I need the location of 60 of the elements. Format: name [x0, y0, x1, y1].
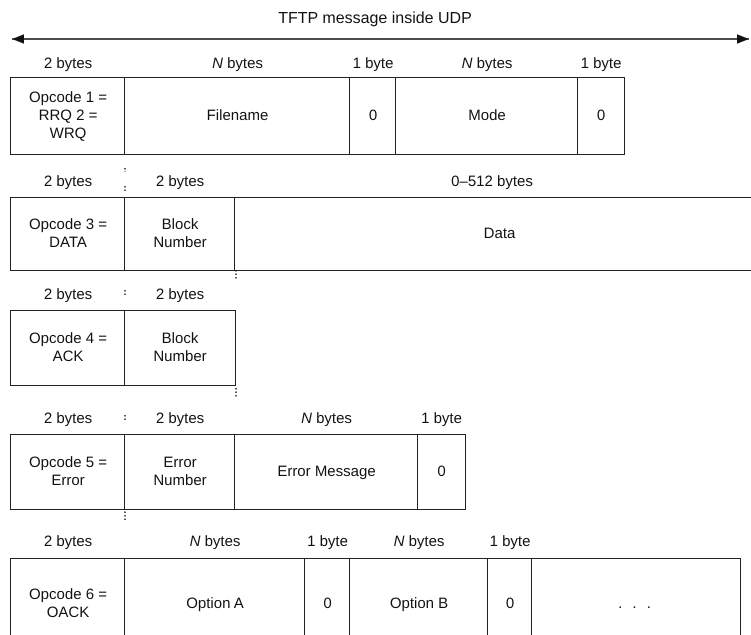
- packet-field: [417, 434, 466, 510]
- packet-field: [234, 434, 419, 510]
- field-label: 0: [368, 107, 378, 125]
- packet-field: [124, 197, 236, 271]
- field-label: Opcode 4 = ACK: [28, 330, 108, 366]
- field-size-label: 0–512 bytes: [451, 173, 533, 190]
- field-label: Option A: [186, 594, 244, 612]
- field-size-label: N bytes: [190, 533, 240, 550]
- field-size-label: 2 bytes: [44, 286, 92, 303]
- packet-field: [487, 558, 533, 635]
- field-size-label: N bytes: [462, 55, 512, 72]
- field-label: Error Message: [277, 463, 376, 481]
- field-size-label: 2 bytes: [156, 410, 204, 427]
- field-size-label: 1 byte: [580, 55, 622, 72]
- field-size-label: N bytes: [212, 55, 263, 72]
- packet-field: [124, 434, 236, 510]
- field-label: Opcode 6 = OACK: [28, 586, 108, 622]
- field-label: Data: [484, 225, 516, 243]
- field-label: 0: [323, 594, 332, 612]
- field-size-label: 2 bytes: [44, 410, 92, 427]
- field-size-label: N bytes: [301, 410, 352, 427]
- packet-field: [304, 558, 351, 635]
- field-label: Option B: [390, 594, 448, 612]
- packet-field: [10, 558, 126, 635]
- packet-field: [10, 434, 126, 510]
- field-label: 0: [437, 463, 446, 481]
- field-size-label: 1 byte: [352, 55, 394, 72]
- field-label: Opcode 5 = Error: [28, 454, 108, 490]
- packet-field: [10, 197, 126, 271]
- packet-field: [531, 558, 741, 635]
- packet-field: [577, 77, 625, 155]
- packet-field: [349, 77, 397, 155]
- field-label: . . .: [618, 594, 654, 612]
- field-size-label: 2 bytes: [44, 533, 92, 550]
- field-label: Opcode 1 = RRQ 2 = WRQ: [28, 89, 108, 143]
- message-span-label: TFTP message inside UDP: [278, 10, 472, 28]
- field-label: Mode: [468, 107, 506, 125]
- packet-field: [124, 77, 351, 155]
- field-label: Filename: [206, 107, 268, 125]
- field-size-label: 2 bytes: [156, 286, 204, 303]
- field-size-label: N bytes: [394, 533, 444, 550]
- packet-field: [10, 310, 126, 386]
- field-label: Block Number: [152, 216, 208, 252]
- field-label: 0: [596, 107, 606, 125]
- packet-field: [395, 77, 579, 155]
- field-label: Error Number: [152, 454, 208, 490]
- field-label: 0: [506, 594, 514, 612]
- field-size-label: 2 bytes: [44, 173, 92, 190]
- packet-field: [234, 197, 751, 271]
- field-size-label: 1 byte: [490, 533, 530, 550]
- field-size-label: 1 byte: [307, 533, 348, 550]
- field-label: Opcode 3 = DATA: [28, 216, 108, 252]
- packet-field: [124, 310, 236, 386]
- packet-field: [10, 77, 126, 155]
- field-label: Block Number: [152, 330, 208, 366]
- field-size-label: 2 bytes: [44, 55, 92, 72]
- field-size-label: 1 byte: [421, 410, 462, 427]
- packet-field: [349, 558, 489, 635]
- packet-field: [124, 558, 306, 635]
- field-size-label: 2 bytes: [156, 173, 204, 190]
